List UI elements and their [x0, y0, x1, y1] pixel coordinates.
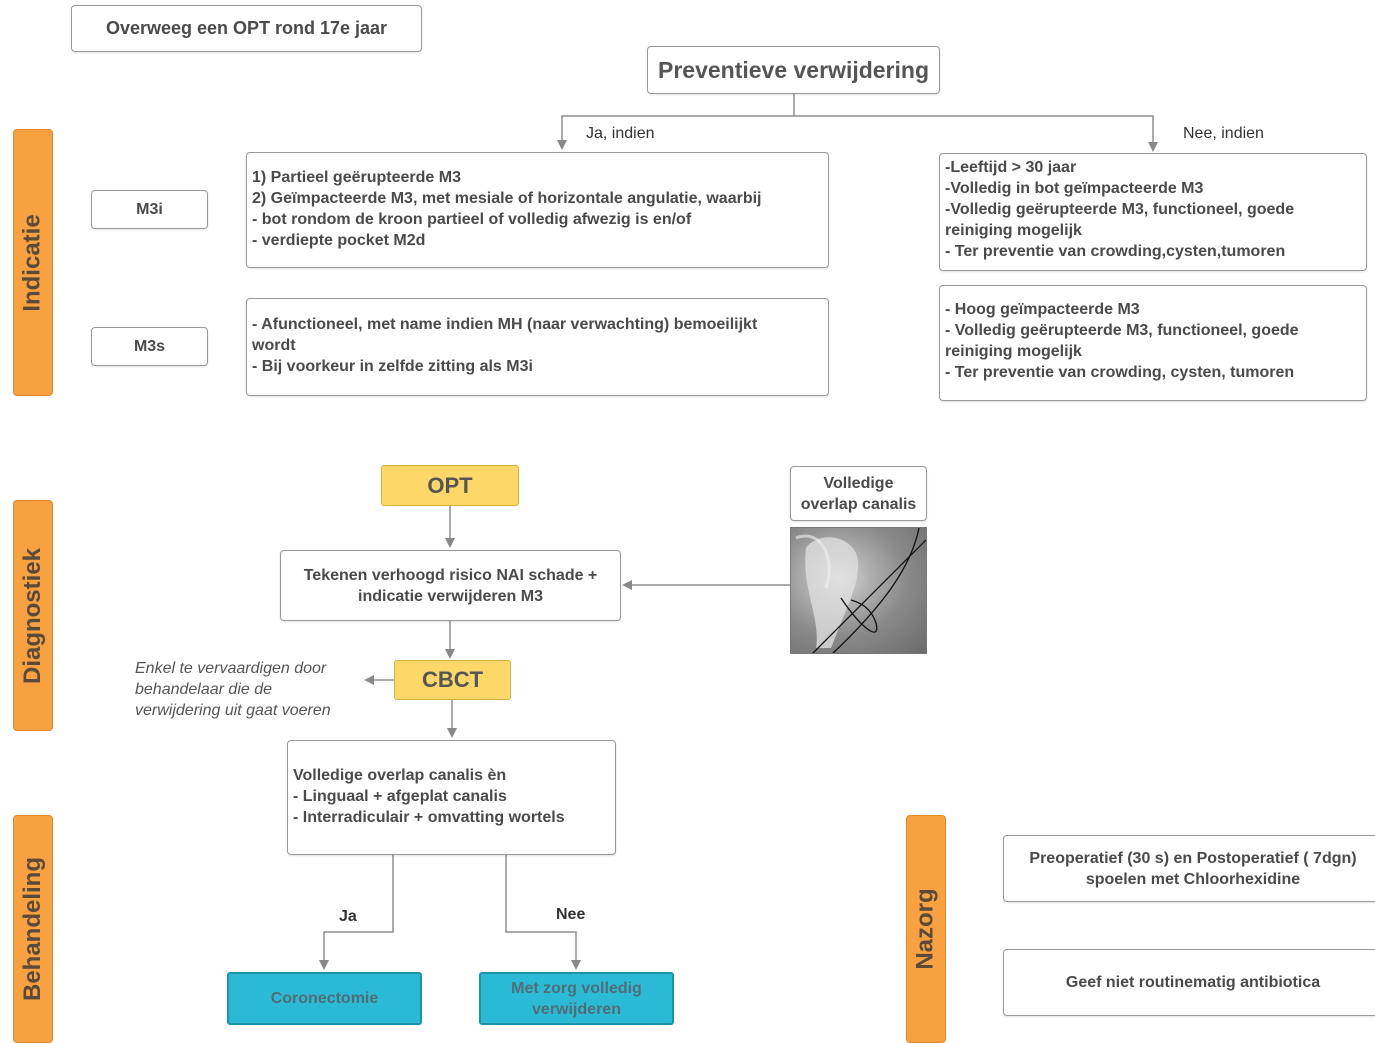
coronectomy-node: Coronectomie [227, 972, 422, 1025]
yes-label: Ja [339, 908, 357, 925]
top-note: Overweeg een OPT rond 17e jaar [71, 5, 422, 52]
m3i-no-box: -Leeftijd > 30 jaar -Volledig in bot geï… [939, 153, 1367, 271]
cbct-node: CBCT [394, 660, 511, 700]
xray-drawing [795, 528, 926, 653]
branch-yes-label: Ja, indien [586, 125, 655, 142]
m3s-no-box: - Hoog geïmpacteerde M3 - Volledig geëru… [939, 285, 1367, 401]
m3s-yes-box: - Afunctioneel, met name indien MH (naar… [246, 298, 829, 396]
criteria-box: Volledige overlap canalis èn - Linguaal … [287, 740, 616, 855]
opt-node: OPT [381, 465, 519, 506]
xray-image [790, 527, 927, 654]
cbct-note: Enkel te vervaardigen door behandelaar d… [135, 660, 331, 719]
branch-no-label: Nee, indien [1183, 125, 1264, 142]
full-removal-node: Met zorg volledig verwijderen [479, 972, 674, 1025]
root-node: Preventieve verwijdering [647, 46, 940, 94]
rinse-node: Preoperatief (30 s) en Postoperatief ( 7… [1003, 835, 1375, 902]
m3i-label: M3i [91, 190, 208, 229]
section-diagnostiek: Diagnostiek [13, 500, 53, 731]
section-behandeling: Behandeling [13, 815, 53, 1043]
no-label: Nee [556, 906, 586, 923]
m3i-yes-box: 1) Partieel geërupteerde M3 2) Geïmpacte… [246, 152, 829, 268]
section-indicatie: Indicatie [13, 129, 53, 396]
m3s-label: M3s [91, 327, 208, 366]
risk-node: Tekenen verhoogd risico NAI schade + ind… [280, 550, 621, 621]
image-caption: Volledige overlap canalis [790, 466, 927, 521]
section-nazorg: Nazorg [906, 815, 946, 1043]
antibiotics-node: Geef niet routinematig antibiotica [1003, 949, 1375, 1016]
